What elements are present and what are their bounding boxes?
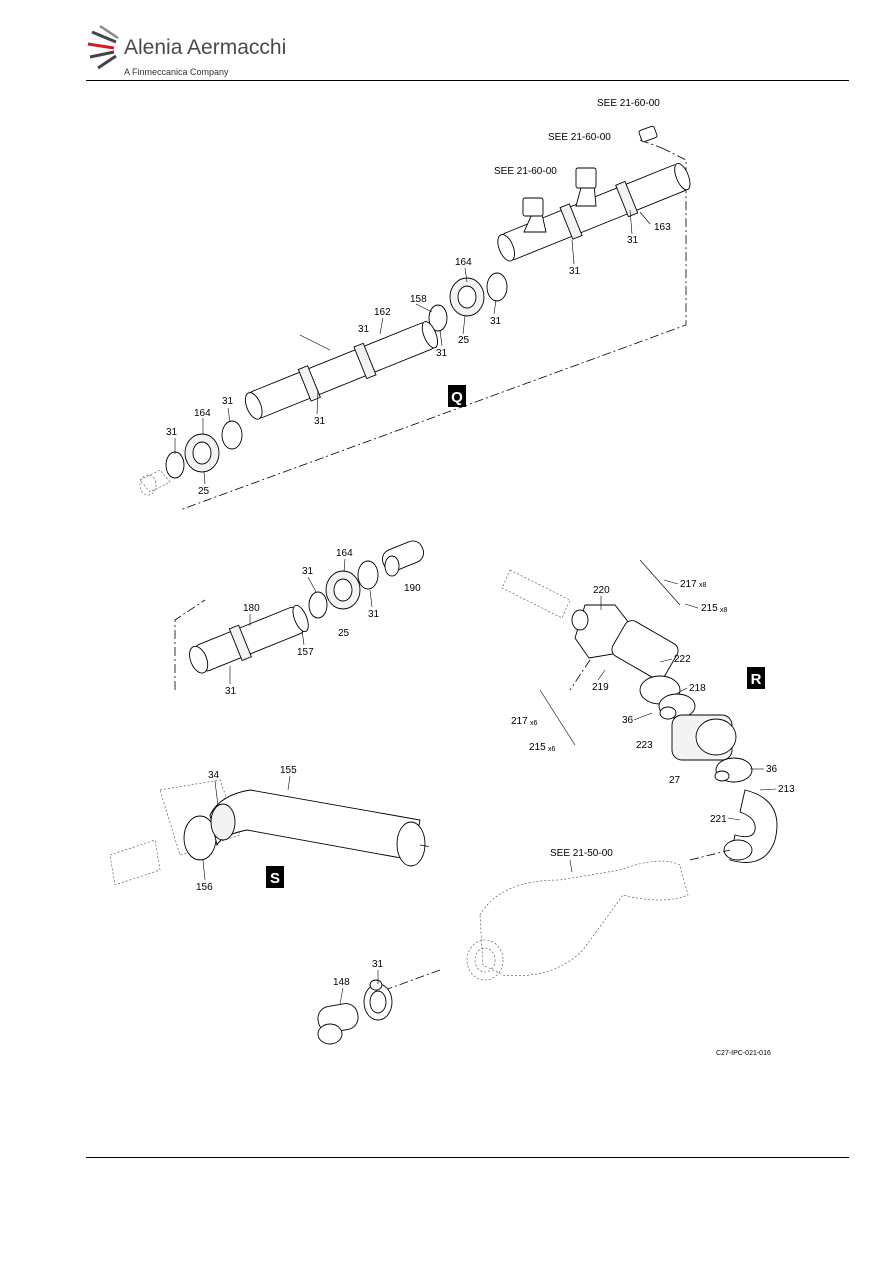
brand-name: Alenia Aermacchi [124, 36, 287, 59]
callout-31: 31 [490, 316, 502, 327]
callout-164: 164 [455, 257, 472, 268]
lower-left-assembly [174, 540, 425, 690]
view-marker-r: R [747, 667, 765, 689]
callout-31: 31 [627, 235, 639, 246]
svg-text:Q: Q [451, 389, 463, 406]
callout-217: 217 [511, 716, 528, 727]
callout-162: 162 [374, 307, 391, 318]
callout-215: 215 [701, 603, 718, 614]
part-148-assembly [317, 979, 393, 1045]
header-rule [86, 80, 849, 81]
callout-222: 222 [674, 654, 691, 665]
callout-27: 27 [669, 775, 681, 786]
callout-31: 31 [222, 396, 234, 407]
figure-reference-code: C27-IPC-021-016 [716, 1050, 771, 1057]
leader-lines [174, 209, 777, 1005]
view-s-assembly [109, 779, 433, 886]
callout-156: 156 [196, 882, 213, 893]
callout-164: 164 [336, 548, 353, 559]
qty-x8: x8 [720, 607, 728, 614]
footer-rule [86, 1157, 849, 1158]
callout-217: 217 [680, 579, 697, 590]
qty-x8: x8 [699, 582, 707, 589]
view-r-assembly [501, 559, 778, 863]
callout-155: 155 [280, 765, 297, 776]
callout-219: 219 [592, 682, 609, 693]
callout-157: 157 [297, 647, 314, 658]
alenia-logo-mark [87, 24, 119, 70]
callout-215: 215 [529, 742, 546, 753]
callout-148: 148 [333, 977, 350, 988]
callout-36: 36 [622, 715, 634, 726]
callout-190: 190 [404, 583, 421, 594]
see-ref-1: SEE 21-60-00 [597, 98, 660, 109]
brand-tagline: A Finmeccanica Company [124, 67, 229, 77]
svg-text:S: S [270, 870, 280, 887]
callout-31: 31 [569, 266, 581, 277]
callout-34: 34 [208, 770, 220, 781]
view-marker-q: Q [448, 385, 466, 407]
callout-31: 31 [436, 348, 448, 359]
callout-31: 31 [166, 427, 178, 438]
view-marker-s: S [266, 866, 284, 888]
view-q-assembly [139, 125, 691, 511]
svg-text:R: R [751, 671, 762, 688]
see-ref-2: SEE 21-60-00 [548, 132, 611, 143]
callout-25: 25 [338, 628, 350, 639]
see-ref-4: SEE 21-50-00 [550, 848, 613, 859]
callout-223: 223 [636, 740, 653, 751]
callout-31: 31 [368, 609, 380, 620]
callout-220: 220 [593, 585, 610, 596]
callout-25: 25 [198, 486, 210, 497]
callout-221: 221 [710, 814, 727, 825]
engine-outline [384, 849, 731, 991]
callout-31: 31 [372, 959, 384, 970]
callout-31: 31 [358, 324, 370, 335]
see-ref-3: SEE 21-60-00 [494, 166, 557, 177]
callout-164: 164 [194, 408, 211, 419]
callout-180: 180 [243, 603, 260, 614]
callout-213: 213 [778, 784, 795, 795]
callout-218: 218 [689, 683, 706, 694]
callout-36: 36 [766, 764, 778, 775]
callout-31: 31 [225, 686, 237, 697]
qty-x6: x6 [548, 746, 556, 753]
qty-x6: x6 [530, 720, 538, 727]
callout-31: 31 [302, 566, 314, 577]
callout-163: 163 [654, 222, 671, 233]
callout-31: 31 [314, 416, 326, 427]
callout-158: 158 [410, 294, 427, 305]
callout-25: 25 [458, 335, 470, 346]
